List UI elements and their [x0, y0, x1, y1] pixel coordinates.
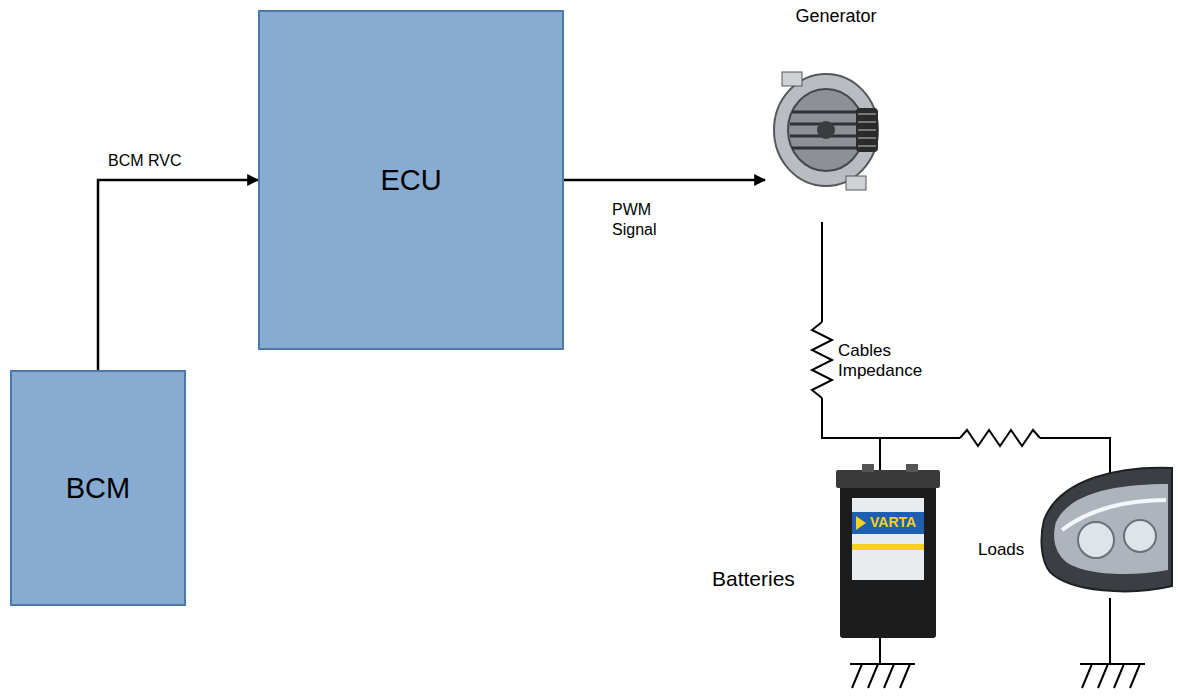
ground-hatch: [1082, 664, 1140, 688]
terminal: [906, 464, 918, 472]
component-label: Batteries: [712, 566, 795, 591]
brand-mark: [856, 516, 866, 530]
stripe: [852, 544, 924, 550]
wire: [1109, 598, 1111, 664]
node-title: ECU: [380, 164, 441, 197]
signal-arrow: [564, 179, 765, 182]
lamp-housing: [1042, 468, 1172, 591]
ground-hatch: [852, 664, 910, 688]
lens: [1078, 522, 1114, 558]
ground-symbol: [1080, 664, 1145, 688]
headlamp-picture: [1042, 468, 1172, 591]
pulley-grooves: [858, 114, 876, 146]
mount: [782, 72, 802, 86]
brand-strip: [852, 512, 924, 534]
terminal: [862, 464, 874, 472]
wire: [879, 438, 881, 472]
signal-arrow: [98, 180, 258, 370]
mount: [846, 176, 866, 190]
module-box: ECU: [258, 10, 564, 350]
wire: [822, 398, 960, 438]
generator-node: Generator: [765, 6, 907, 222]
battery-picture: [836, 464, 940, 638]
generator-picture: [774, 72, 878, 190]
battery-sticker: [852, 498, 924, 580]
component-label: Loads: [978, 540, 1024, 560]
lens: [1124, 520, 1156, 552]
battery-body: [840, 484, 936, 638]
wire: [1040, 438, 1110, 478]
power-wires: [812, 222, 1110, 664]
battery-lid: [836, 470, 940, 488]
pulley: [856, 108, 878, 152]
node-heading: Generator: [765, 6, 907, 27]
signal-name: PWM Signal: [610, 200, 658, 240]
module-box: BCM: [10, 370, 186, 606]
brand-text: VARTA: [870, 514, 916, 531]
component-label: Cables Impedance: [838, 341, 922, 382]
signal-name: BCM RVC: [106, 151, 184, 171]
housing: [774, 74, 878, 186]
ground-symbol: [850, 664, 915, 688]
vents: [790, 112, 862, 148]
stator: [788, 89, 864, 171]
ground-bar: [1080, 663, 1145, 665]
resistor-symbol: [812, 322, 832, 398]
wire: [879, 638, 881, 664]
resistor-symbol: [960, 430, 1040, 446]
shaft: [817, 121, 835, 139]
lamp-reflector: [1054, 484, 1168, 574]
node-title: BCM: [66, 472, 130, 505]
wire: [821, 222, 823, 322]
ground-bar: [850, 663, 915, 665]
